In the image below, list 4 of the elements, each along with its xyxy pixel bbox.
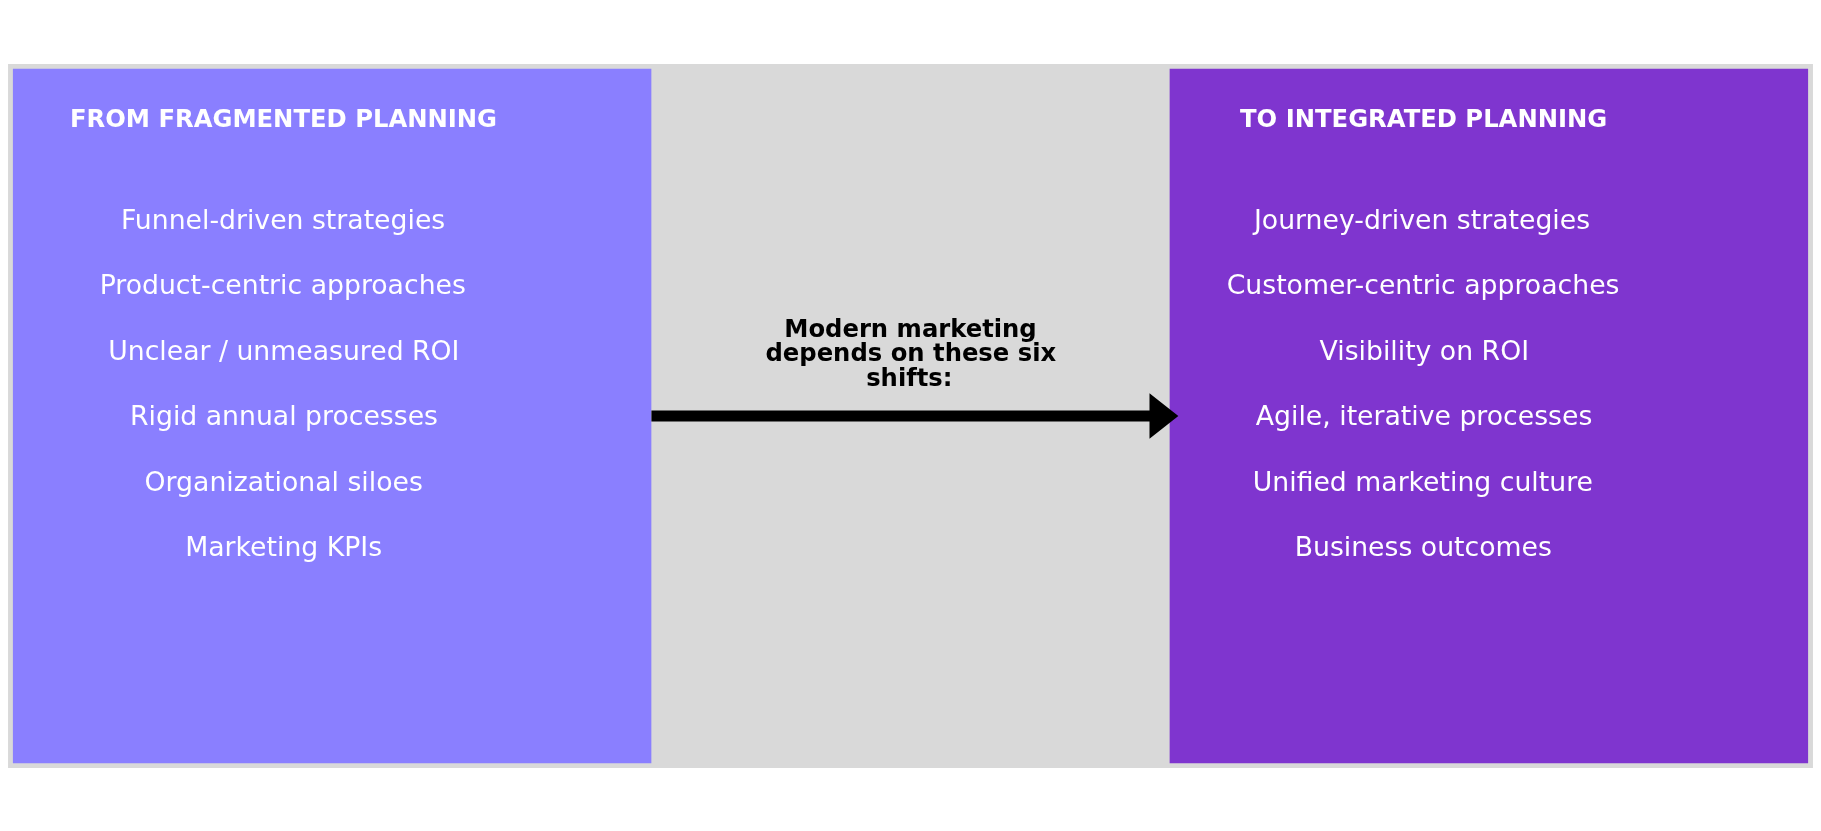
node-box: FROM FRAGMENTED PLANNING Funnel-driven strategies Product-centric approaches Unclear / unmeasured ROI Rigid annual processes Organizational siloes Marketing KPIs xyxy=(12,68,652,763)
node-box: TO INTEGRATED PLANNING Journey-driven strategies Customer-centric approaches Visibility on ROI Agile, iterative processes Unified marketing culture Business outcomes xyxy=(1169,68,1809,763)
edge-label: Modern marketing depends on these six shifts: xyxy=(765,313,1057,392)
arrow xyxy=(651,392,1179,439)
